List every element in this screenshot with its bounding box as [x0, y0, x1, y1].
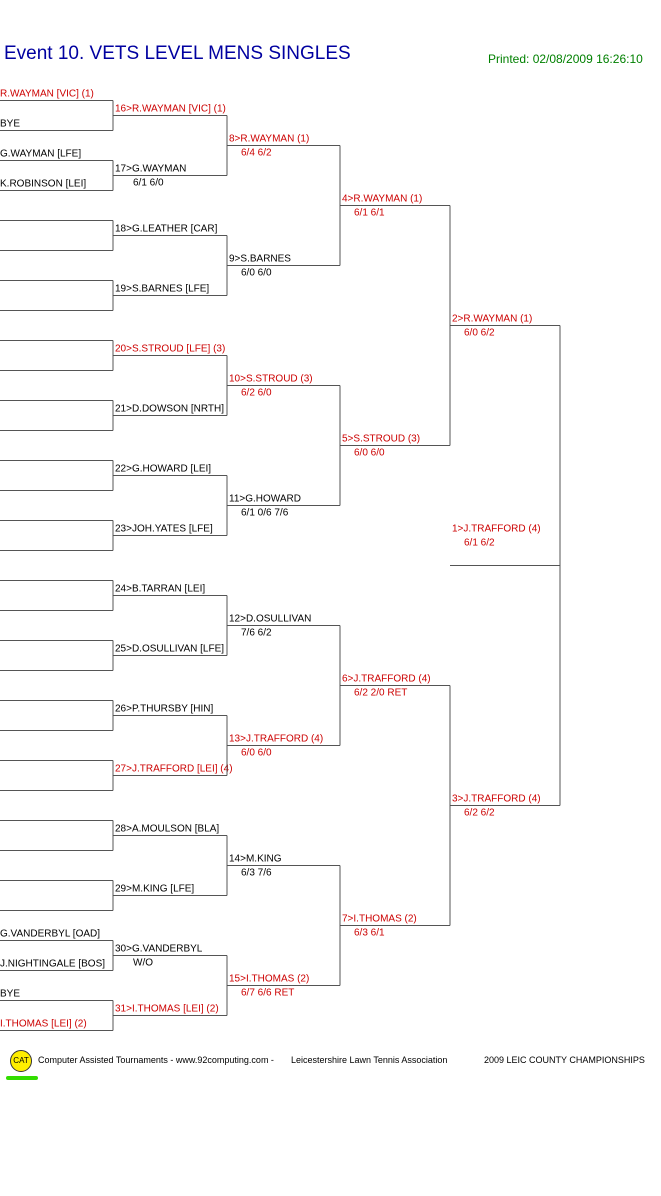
semi-entry: 2>R.WAYMAN (1)	[452, 314, 532, 325]
round4-score: 6/3 6/1	[354, 928, 385, 939]
round3-entry: 9>S.BARNES	[229, 254, 291, 265]
round4-score: 6/2 2/0 RET	[354, 688, 407, 699]
round2-entry: 29>M.KING [LFE]	[115, 884, 194, 895]
round2-entry: 31>I.THOMAS [LEI] (2)	[115, 1004, 219, 1015]
round3-score: 6/3 7/6	[241, 868, 272, 879]
round2-entry: 19>S.BARNES [LFE]	[115, 284, 209, 295]
round4-score: 6/0 6/0	[354, 448, 385, 459]
round2-entry: 23>JOH.YATES [LFE]	[115, 524, 213, 535]
draw-entry: G.VANDERBYL [OAD]	[0, 929, 100, 940]
round3-entry: 11>G.HOWARD	[229, 494, 301, 505]
round2-entry: 20>S.STROUD [LFE] (3)	[115, 344, 225, 355]
round2-entry: 18>G.LEATHER [CAR]	[115, 224, 218, 235]
round2-entry: 25>D.OSULLIVAN [LFE]	[115, 644, 224, 655]
final-score: 6/1 6/2	[464, 538, 495, 549]
round3-entry: 8>R.WAYMAN (1)	[229, 134, 309, 145]
round4-score: 6/1 6/1	[354, 208, 385, 219]
round2-entry: 21>D.DOWSON [NRTH]	[115, 404, 224, 415]
draw-entry: G.WAYMAN [LFE]	[0, 149, 81, 160]
round3-score: 7/6 6/2	[241, 628, 272, 639]
round4-entry: 6>J.TRAFFORD (4)	[342, 674, 431, 685]
semi-score: 6/0 6/2	[464, 328, 495, 339]
round2-entry: 24>B.TARRAN [LEI]	[115, 584, 205, 595]
round3-entry: 15>I.THOMAS (2)	[229, 974, 309, 985]
winner-entry: 1>J.TRAFFORD (4)	[452, 524, 541, 535]
draw-bracket: R.WAYMAN [VIC] (1) BYE G.WAYMAN [LFE] K.ROB…	[0, 89, 561, 1031]
round3-score: 6/4 6/2	[241, 148, 272, 159]
footer-championship: 2009 LEIC COUNTY CHAMPIONSHIPS	[484, 1055, 645, 1065]
page-title: Event 10. VETS LEVEL MENS SINGLES	[4, 43, 351, 64]
round3-score: 6/2 6/0	[241, 388, 272, 399]
draw-entry: R.WAYMAN [VIC] (1)	[0, 89, 94, 100]
printed-timestamp: Printed: 02/08/2009 16:26:10	[488, 52, 643, 66]
semi-score: 6/2 6/2	[464, 808, 495, 819]
round2-entry: 30>G.VANDERBYL	[115, 944, 203, 955]
round3-score: 6/7 6/6 RET	[241, 988, 294, 999]
round4-entry: 5>S.STROUD (3)	[342, 434, 420, 445]
round4-entry: 4>R.WAYMAN (1)	[342, 194, 422, 205]
round2-entry: 16>R.WAYMAN [VIC] (1)	[115, 104, 226, 115]
round2-entry: 28>A.MOULSON [BLA]	[115, 824, 219, 835]
round2-entry: 27>J.TRAFFORD [LEI] (4)	[115, 764, 233, 775]
round3-entry: 12>D.OSULLIVAN	[229, 614, 311, 625]
cat-logo: CAT	[10, 1050, 32, 1072]
logo-underline	[6, 1076, 38, 1080]
round3-score: 6/0 6/0	[241, 748, 272, 759]
round2-entry: 22>G.HOWARD [LEI]	[115, 464, 211, 475]
draw-entry: BYE	[0, 119, 20, 130]
footer-association: Leicestershire Lawn Tennis Association	[291, 1055, 448, 1065]
draw-entry: BYE	[0, 989, 20, 1000]
draw-entry: K.ROBINSON [LEI]	[0, 179, 86, 190]
draw-entry: I.THOMAS [LEI] (2)	[0, 1019, 87, 1030]
round3-score: 6/1 0/6 7/6	[241, 508, 289, 519]
round2-entry: 26>P.THURSBY [HIN]	[115, 704, 214, 715]
round4-entry: 7>I.THOMAS (2)	[342, 914, 417, 925]
round3-entry: 14>M.KING	[229, 854, 282, 865]
round2-score: W/O	[133, 958, 153, 969]
round2-score: 6/1 6/0	[133, 178, 164, 189]
footer-credit: Computer Assisted Tournaments - www.92co…	[38, 1055, 274, 1065]
round3-entry: 10>S.STROUD (3)	[229, 374, 313, 385]
round3-score: 6/0 6/0	[241, 268, 272, 279]
round2-entry: 17>G.WAYMAN	[115, 164, 186, 175]
draw-entry: J.NIGHTINGALE [BOS]	[0, 959, 105, 970]
round3-entry: 13>J.TRAFFORD (4)	[229, 734, 323, 745]
semi-entry: 3>J.TRAFFORD (4)	[452, 794, 541, 805]
